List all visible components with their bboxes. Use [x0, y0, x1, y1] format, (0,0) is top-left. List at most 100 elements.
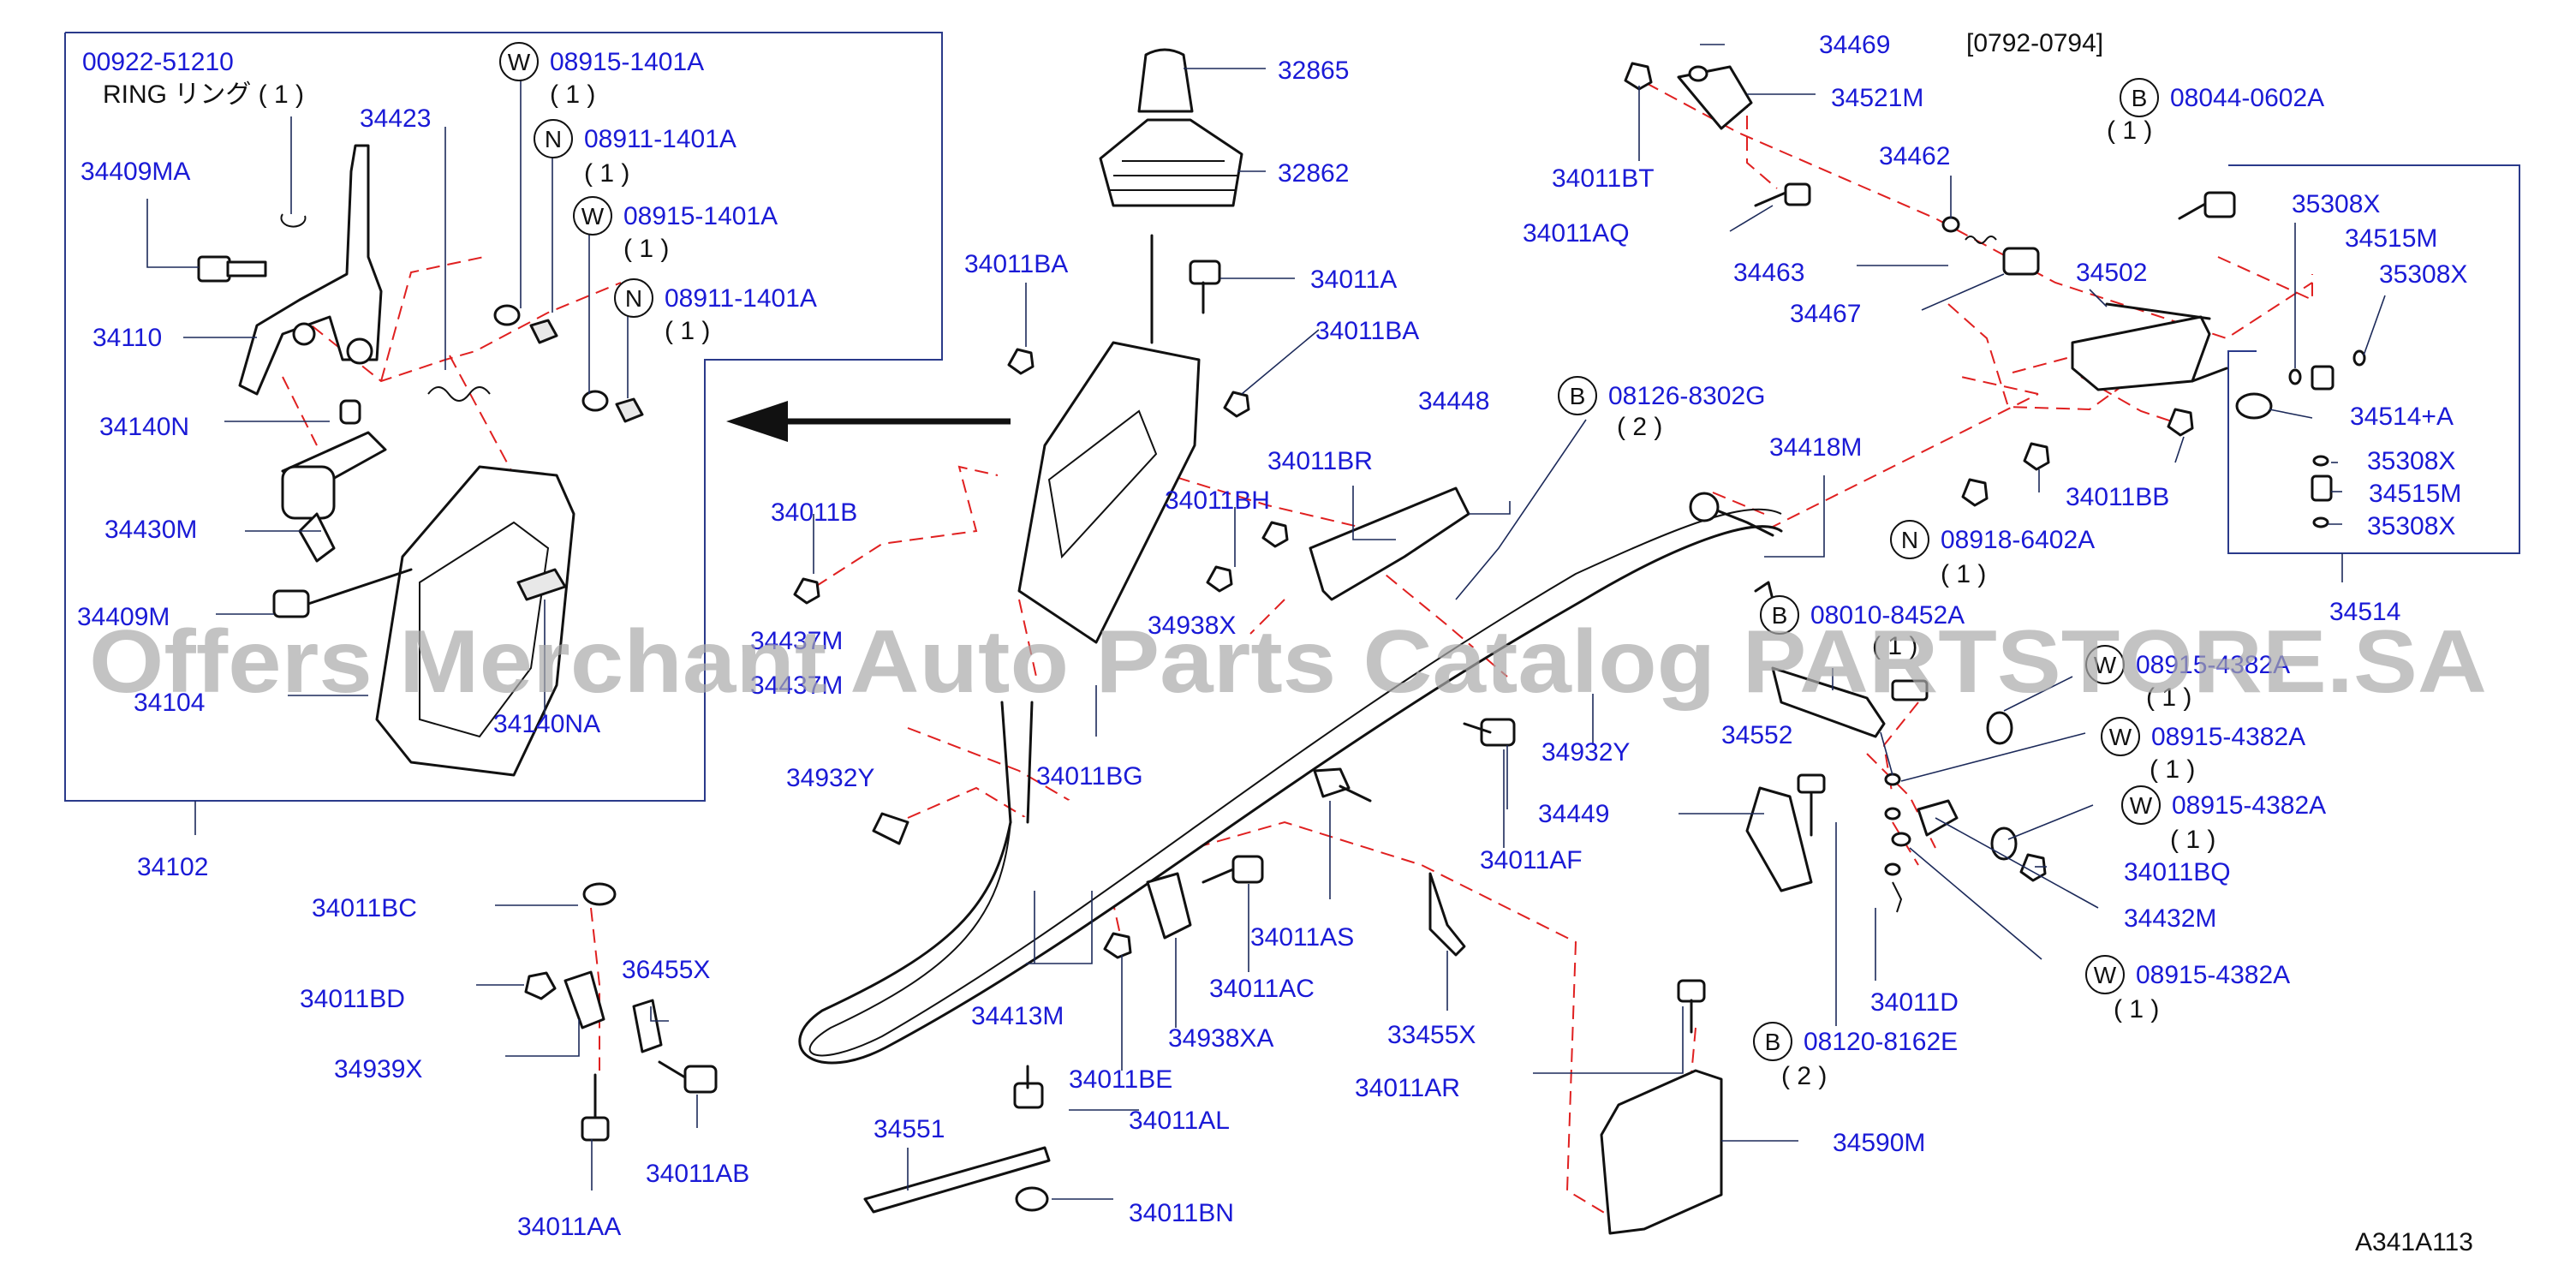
hardware-type-letter: W: [508, 49, 531, 75]
part-label-p24: 34011BA: [1315, 317, 1419, 345]
part-label-p8: 34409MA: [80, 158, 190, 186]
part-label-p50: 08126-8302G: [1608, 382, 1766, 410]
part-label-p86: 34011BQ: [2124, 858, 2231, 886]
figure-id: A341A113: [2355, 1228, 2473, 1256]
hardware-type-letter: W: [581, 203, 605, 230]
part-label-p25: 34011B: [771, 498, 857, 527]
part-label-p15: 34430M: [104, 516, 197, 544]
hardware-type-letter: N: [1901, 527, 1918, 553]
spring-34423-drawing: [427, 386, 491, 402]
hardware-type-letter: W: [2094, 652, 2117, 678]
hardware-type-badge: [1753, 1022, 1792, 1061]
rod-34551-drawing: [863, 1146, 1051, 1214]
part-label-p63: 34502: [2076, 259, 2147, 287]
part-label-p65: ( 1 ): [2107, 116, 2152, 145]
part-label-p80: ( 1 ): [2146, 683, 2191, 712]
part-label-p71: 34515M: [2369, 480, 2461, 508]
part-label-p54: 34449: [1538, 800, 1609, 828]
part-label-p29: 34932Y: [786, 764, 874, 792]
shift-housing-drawing: [1017, 341, 1201, 644]
part-label-p14: 34140N: [99, 413, 189, 441]
part-label-p23: 34011A: [1310, 266, 1397, 294]
subassembly-box-34102: [64, 32, 943, 835]
part-label-p62: 34467: [1790, 300, 1861, 328]
part-label-p27: 34437M: [750, 671, 843, 700]
part-label-p92: ( 2 ): [1781, 1062, 1827, 1090]
part-label-p74: 34011BB: [2066, 483, 2169, 511]
hardware-type-badge: [1760, 595, 1799, 635]
hardware-type-badge: [2085, 955, 2125, 994]
part-label-p30: 34011BG: [1036, 762, 1143, 791]
part-label-p75: 08918-6402A: [1941, 526, 2095, 554]
part-label-p35: 34939X: [334, 1055, 422, 1083]
part-label-p1: 00922-51210: [82, 48, 234, 76]
linkage-34502-drawing: [2071, 315, 2211, 391]
part-label-p17: 34104: [134, 689, 205, 717]
part-label-p26: 34437M: [750, 627, 843, 655]
part-label-p44: 34011AS: [1250, 923, 1354, 952]
hardware-type-letter: B: [1570, 383, 1586, 409]
part-label-p85: ( 1 ): [2170, 826, 2215, 854]
part-label-p39: 34011AL: [1129, 1107, 1230, 1135]
part-label-p49: 34011BH: [1165, 486, 1270, 515]
part-label-p79: 08915-4382A: [2136, 651, 2290, 679]
part-label-p46: 34011AR: [1355, 1074, 1460, 1102]
part-label-p37: 34011AA: [517, 1213, 621, 1241]
cable-34413m-drawing: [798, 525, 1783, 1065]
part-label-p32: 34011BC: [312, 894, 417, 922]
part-label-p82: 08915-4382A: [2151, 723, 2305, 751]
part-label-p59: 34011AQ: [1523, 219, 1630, 248]
part-label-p48: 34011BR: [1267, 447, 1373, 475]
part-label-p70: 35308X: [2367, 447, 2455, 475]
part-label-p34: 36455X: [622, 956, 710, 984]
boot-32862-drawing: [1099, 118, 1243, 207]
part-label-p83: ( 1 ): [2150, 755, 2195, 784]
part-label-p2: RING リング ( 1 ): [103, 81, 304, 109]
part-label-p11: 08911-1401A: [665, 284, 817, 313]
part-label-p68: 35308X: [2379, 260, 2467, 289]
shield-34590m-drawing: [1600, 1069, 1723, 1235]
part-label-p91: 08120-8162E: [1804, 1028, 1958, 1056]
part-label-p84: 08915-4382A: [2172, 791, 2326, 820]
hardware-type-badge: [2085, 645, 2125, 684]
hardware-type-badge: [2121, 785, 2161, 825]
part-label-p73: 34514: [2329, 598, 2400, 626]
part-label-p81: 34552: [1721, 721, 1792, 749]
bracket-34104-drawing: [375, 465, 575, 777]
part-label-p61: 34463: [1733, 259, 1804, 287]
part-label-p9: 08915-1401A: [623, 202, 778, 230]
part-label-p31: 34413M: [971, 1002, 1064, 1030]
part-label-p55: 34011AF: [1480, 846, 1583, 874]
part-label-p20: 32865: [1278, 57, 1349, 85]
shift-knob-32865-drawing: [1137, 48, 1194, 113]
part-label-p28: 34938X: [1148, 612, 1236, 640]
hardware-type-badge: [614, 278, 653, 318]
watermark: Offers Merchant Auto Parts Catalog PARTS…: [89, 612, 2487, 712]
part-label-p36: 34011AB: [646, 1160, 749, 1188]
part-label-p53: 34932Y: [1541, 738, 1630, 767]
shift-lever-34110-drawing: [238, 144, 383, 396]
hardware-type-letter: W: [2130, 792, 2153, 819]
hardware-type-badge: [1890, 520, 1929, 559]
part-label-p66: 35308X: [2292, 190, 2380, 218]
part-label-p42: 34011AC: [1209, 975, 1315, 1003]
part-label-p87: 34432M: [2124, 904, 2216, 933]
hardware-type-letter: N: [545, 126, 562, 152]
hardware-type-badge: [2120, 78, 2159, 117]
part-label-p45: 33455X: [1387, 1021, 1476, 1049]
part-label-p51: ( 2 ): [1617, 413, 1662, 441]
part-label-p18: 34140NA: [493, 710, 600, 738]
hardware-type-letter: B: [2132, 85, 2148, 111]
reference-code: [0792-0794]: [1966, 29, 2103, 57]
left-arrow-icon: [726, 401, 1011, 442]
part-label-p38: 34011BE: [1069, 1065, 1172, 1094]
part-label-p7: ( 1 ): [584, 159, 629, 188]
part-label-p47: 34448: [1418, 387, 1489, 415]
part-label-p56: 34469: [1819, 31, 1890, 59]
damper-34552-drawing: [1771, 666, 1886, 738]
ring-drawing: [280, 213, 307, 228]
part-label-p67: 34515M: [2345, 224, 2437, 253]
